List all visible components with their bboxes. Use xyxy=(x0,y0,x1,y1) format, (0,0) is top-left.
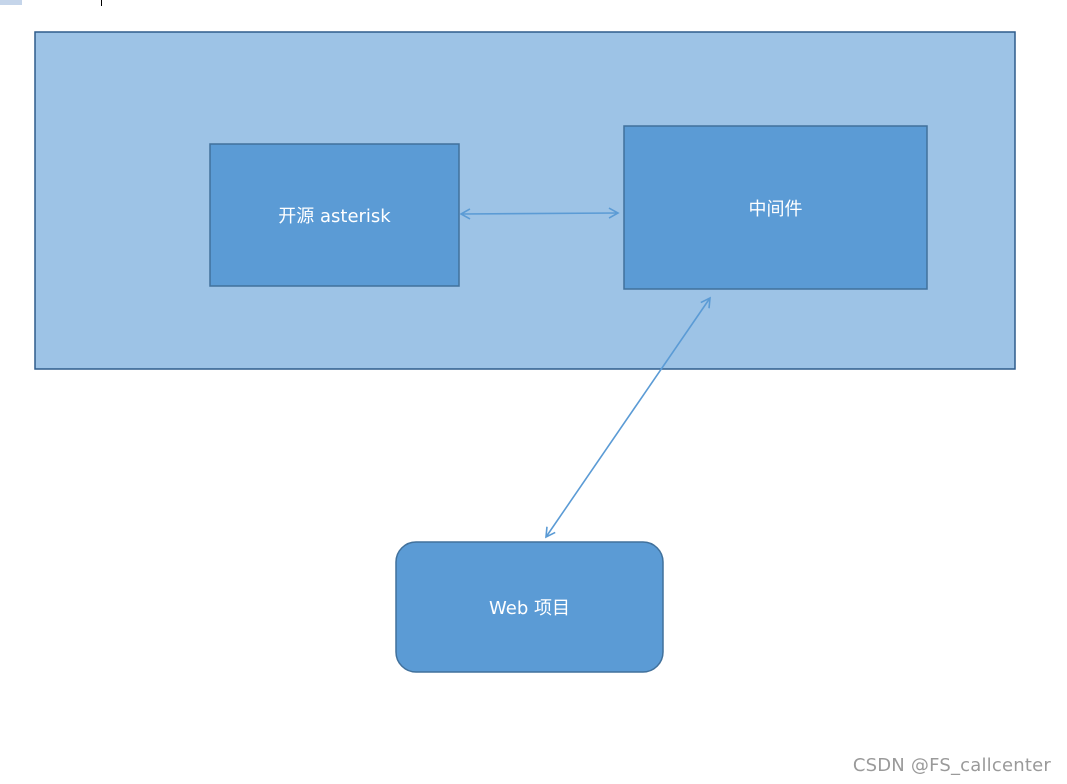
middleware-box[interactable] xyxy=(623,125,928,290)
web-project-box[interactable] xyxy=(395,541,664,673)
middleware-web-connector xyxy=(545,296,711,539)
asterisk-middleware-connector xyxy=(459,207,620,220)
text-cursor xyxy=(101,0,102,6)
watermark: CSDN @FS_callcenter xyxy=(852,755,1051,776)
asterisk-box[interactable] xyxy=(209,143,460,287)
selection-corner-mark xyxy=(0,0,22,5)
